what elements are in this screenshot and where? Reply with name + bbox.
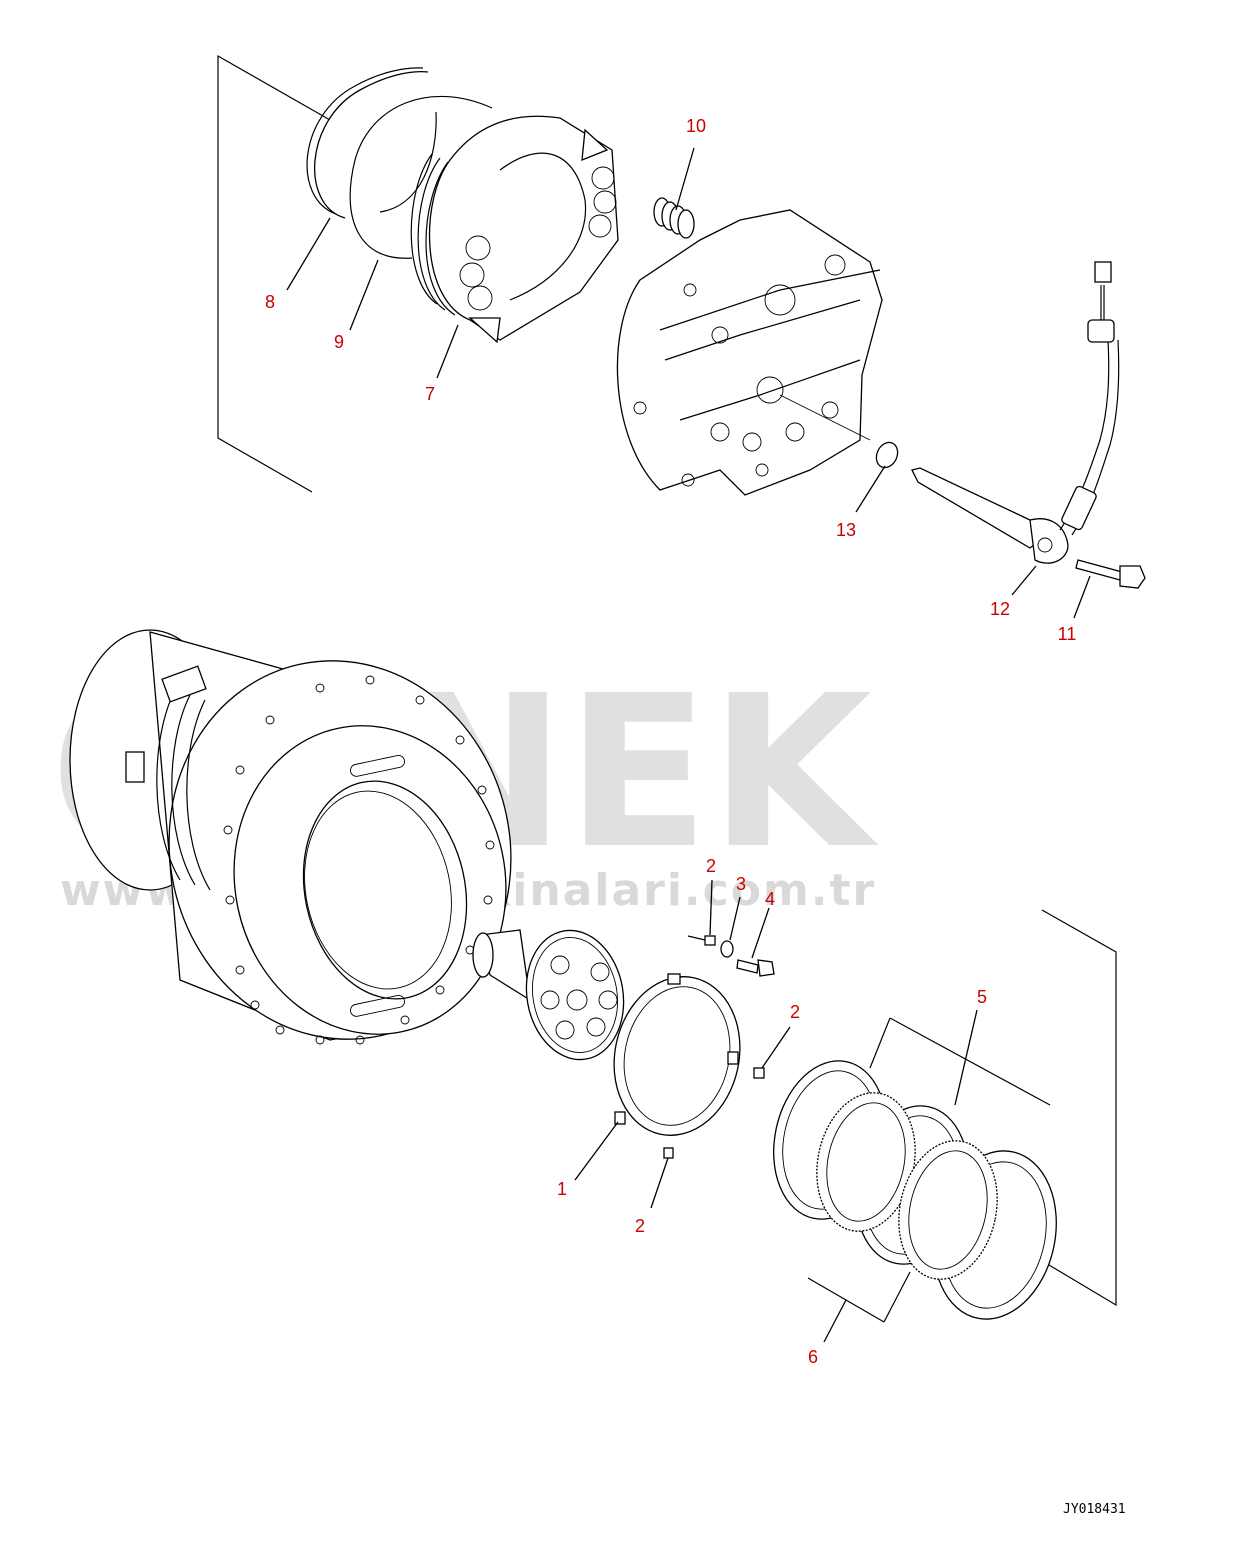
callouts: 1 2 2 2 3 4 5 6 7 8 9 10 11 12 13 (265, 116, 1076, 1367)
callout-5: 5 (977, 987, 987, 1007)
drawing-id: JY018431 (1063, 1502, 1126, 1517)
callout-3: 3 (736, 874, 746, 894)
leader-lines (286, 147, 1091, 1343)
callout-2-top: 2 (706, 856, 716, 876)
callout-8: 8 (265, 292, 275, 312)
pin-2-right (753, 1067, 765, 1079)
callout-10: 10 (686, 116, 706, 136)
callout-6: 6 (808, 1347, 818, 1367)
callout-7: 7 (425, 384, 435, 404)
travel-motor-housing (616, 209, 883, 496)
hub-housing (69, 629, 512, 1045)
callout-2-right: 2 (790, 1002, 800, 1022)
callout-9: 9 (334, 332, 344, 352)
bolt-4 (736, 959, 775, 977)
washer-3 (720, 940, 734, 958)
callout-13: 13 (836, 520, 856, 540)
disc-group-bracket (807, 1271, 911, 1323)
callout-2-bottom: 2 (635, 1216, 645, 1236)
sun-gear-shaft (472, 929, 625, 1061)
callout-4: 4 (765, 889, 775, 909)
bolt-11 (1075, 559, 1146, 589)
pin-2-top (704, 935, 716, 946)
snap-ring-8 (306, 67, 429, 219)
upper-group-bracket (217, 54, 331, 493)
lower-group-bracket (687, 909, 1117, 1307)
pin-2-bottom (663, 1147, 674, 1159)
callout-12: 12 (990, 599, 1010, 619)
spring-10 (653, 197, 695, 239)
callout-1: 1 (557, 1179, 567, 1199)
brake-piston-7 (410, 115, 619, 344)
callout-11: 11 (1058, 624, 1077, 644)
o-ring-13 (875, 441, 899, 469)
hub-bolt-holes (223, 675, 495, 1045)
friction-discs-6 (816, 1092, 998, 1280)
snap-ring-9 (349, 95, 493, 259)
thrust-plate-1 (613, 973, 741, 1136)
speed-sensor-12 (911, 261, 1120, 564)
